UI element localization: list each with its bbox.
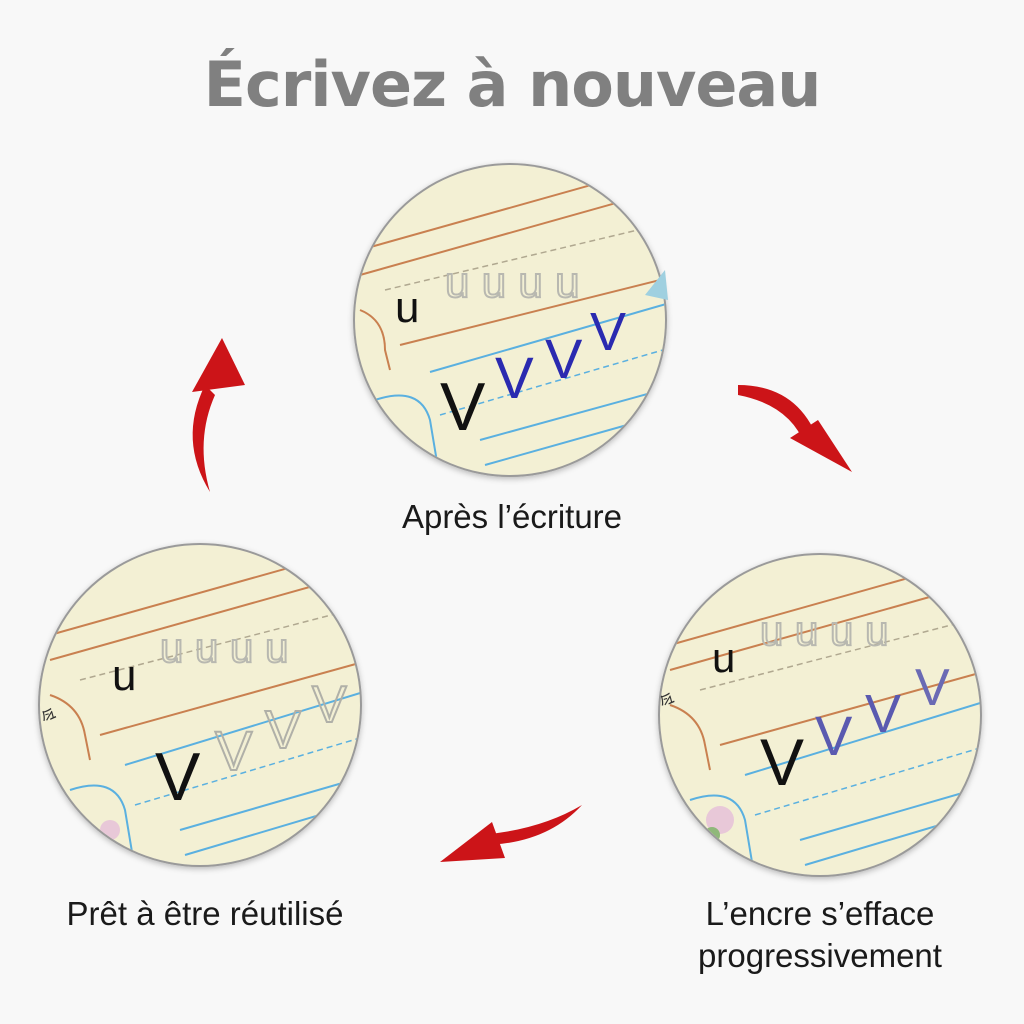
model-letter-v: V: [440, 369, 486, 445]
cycle-arrow-icon: [192, 338, 245, 492]
model-letter-v: V: [155, 739, 201, 815]
caption-line: L’encre s’efface: [705, 895, 935, 932]
ink-letter-v: V: [865, 684, 901, 744]
groove-letter-u: u u u u: [160, 624, 288, 671]
caption-line: progressivement: [698, 937, 942, 974]
caption-after-writing: Après l’écriture: [401, 498, 623, 535]
ink-letter-v: V: [545, 327, 583, 390]
step-ink-fading: 令 u u u u u V V V V: [655, 553, 982, 877]
ink-letter-v: V: [915, 659, 950, 717]
groove-letter-u: u u u u: [760, 607, 888, 654]
ink-letter-v: V: [815, 704, 853, 767]
caption-ready-reuse: Prêt à être réutilisé: [66, 895, 344, 932]
step-ready-reuse: 令 u u u u u V V V V: [37, 543, 362, 867]
groove-letter-v: V: [265, 700, 301, 760]
model-letter-u: u: [712, 634, 735, 681]
step-after-writing: u u u u u V V V V: [353, 163, 668, 477]
groove-letter-u: u u u u: [445, 258, 580, 307]
cycle-arrow-icon: [440, 805, 582, 862]
model-letter-u: u: [112, 651, 136, 700]
page-title: Écrivez à nouveau: [203, 48, 822, 121]
caption-ink-fading: L’encre s’efface progressivement: [640, 893, 1000, 977]
cycle-arrow-icon: [738, 385, 852, 472]
model-letter-u: u: [395, 283, 419, 332]
pen-tip-icon: [645, 270, 668, 300]
ink-letter-v: V: [590, 302, 626, 362]
groove-letter-v: V: [312, 676, 347, 734]
model-letter-v: V: [760, 725, 804, 799]
ink-letter-v: V: [495, 346, 534, 411]
groove-letter-v: V: [215, 719, 253, 782]
